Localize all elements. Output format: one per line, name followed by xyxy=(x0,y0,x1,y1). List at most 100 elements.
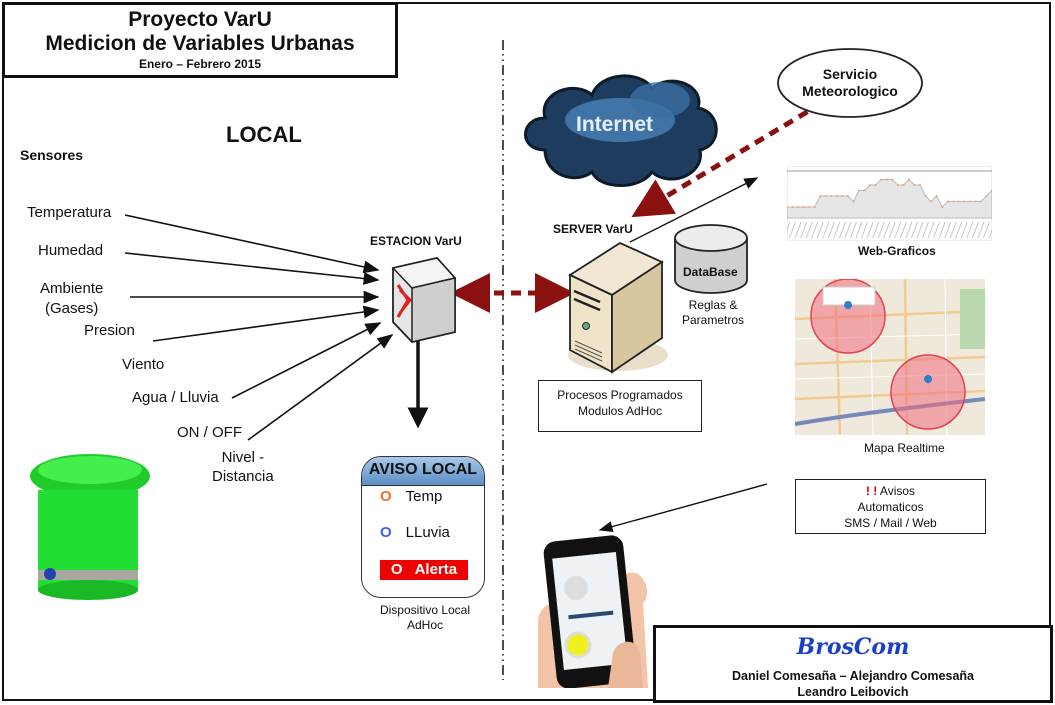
map-marker-icon xyxy=(924,375,933,393)
weather-service-line2: Meteorologico xyxy=(802,83,898,99)
sensor-agua-lluvia: Agua / Lluvia xyxy=(132,389,219,406)
local-section-title: LOCAL xyxy=(226,122,302,147)
alerts-box: ! ! Avisos Automaticos SMS / Mail / Web xyxy=(795,479,986,534)
lluvia-indicator-icon: O xyxy=(380,524,392,541)
chart-grid-tick xyxy=(983,221,990,239)
aviso-item-label: Alerta xyxy=(414,561,458,578)
chart-point xyxy=(968,200,971,203)
internet-label: Internet xyxy=(576,113,654,136)
chart-grid-tick xyxy=(833,221,841,239)
aviso-item-temp: O Temp xyxy=(380,488,442,505)
chart-grid-tick xyxy=(844,221,852,239)
chart-point xyxy=(985,195,988,197)
aviso-item-alerta: O Alerta xyxy=(380,560,468,580)
chart-point xyxy=(819,195,822,197)
weather-server-link xyxy=(631,100,824,218)
smartphone-app-image xyxy=(538,535,648,688)
map-label: Mapa Realtime xyxy=(864,441,945,455)
chart-point xyxy=(913,184,916,186)
chart-point xyxy=(835,195,838,197)
chart-point xyxy=(869,184,872,186)
chart-point xyxy=(991,189,992,192)
chart-grid-tick xyxy=(883,221,891,239)
chart-point xyxy=(891,178,894,181)
chart-grid-tick xyxy=(861,221,868,239)
authors-line1: Daniel Comesaña – Alejandro Comesaña xyxy=(732,669,974,683)
chart-grid-tick xyxy=(938,221,946,239)
sensor-presion: Presion xyxy=(84,322,135,339)
alerts-line3: SMS / Mail / Web xyxy=(844,516,937,530)
database-icon xyxy=(674,224,748,294)
aviso-caption: Dispositivo Local AdHoc xyxy=(355,603,495,633)
chart-point xyxy=(979,200,982,203)
chart-point xyxy=(802,206,805,208)
sensor-line-presion xyxy=(152,305,380,342)
chart-point xyxy=(797,206,800,208)
weather-service-node xyxy=(777,48,923,118)
chart-point xyxy=(902,184,905,186)
alerts-line1-text: Avisos xyxy=(879,484,916,498)
web-charts-label: Web-Graficos xyxy=(858,244,936,258)
aviso-item-label: LLuvia xyxy=(405,524,450,541)
temp-indicator-icon: O xyxy=(380,488,392,505)
aviso-item-label: Temp xyxy=(405,488,443,505)
aviso-local-title: AVISO LOCAL xyxy=(362,457,484,486)
chart-grid-tick xyxy=(850,221,857,239)
realtime-map-thumbnail xyxy=(795,279,985,435)
chart-grid-tick xyxy=(933,221,940,239)
sensor-line-temperatura xyxy=(124,214,380,274)
brand-logo: BrosCom xyxy=(796,634,910,660)
sensor-viento: Viento xyxy=(122,356,165,373)
chart-grid-tick xyxy=(949,221,957,239)
chart-grid-tick xyxy=(927,221,935,239)
database-caption-line2: Parametros xyxy=(681,313,745,327)
chart-grid-tick xyxy=(839,221,846,239)
project-subtitle: Medicion de Variables Urbanas xyxy=(45,32,355,55)
sensor-line-humedad xyxy=(124,252,380,285)
chart-grid-tick xyxy=(977,221,985,239)
chart-point xyxy=(880,178,883,181)
chart-point xyxy=(874,184,877,186)
weather-service-line1: Servicio xyxy=(822,66,878,82)
chart-grid-tick xyxy=(960,221,968,239)
chart-grid-tick xyxy=(966,221,974,239)
chart-grid-tick xyxy=(787,221,791,232)
processes-line2: Modulos AdHoc xyxy=(577,404,663,418)
chart-point xyxy=(930,200,933,203)
chart-grid-tick xyxy=(789,221,796,239)
chart-grid-tick xyxy=(822,221,830,239)
chart-grid-tick xyxy=(816,221,824,239)
alerta-indicator-icon: O xyxy=(390,561,403,578)
sensor-temperatura: Temperatura xyxy=(27,204,112,221)
server-charts-link xyxy=(629,177,759,243)
chart-point xyxy=(858,189,861,192)
chart-grid-tick xyxy=(872,221,880,239)
chart-grid-tick xyxy=(894,221,902,239)
server-label: SERVER VarU xyxy=(553,222,633,236)
sensor-nivel-distancia: Nivel - Distancia xyxy=(212,449,274,485)
chart-grid-tick xyxy=(899,221,907,239)
alerts-line1: ! ! Avisos xyxy=(796,483,985,499)
chart-grid-tick xyxy=(916,221,924,239)
chart-point xyxy=(946,200,949,203)
station-switch-icon xyxy=(391,257,457,343)
chart-point xyxy=(963,200,966,203)
chart-grid-tick xyxy=(922,221,929,239)
sensor-line-onoff xyxy=(247,334,394,441)
aviso-item-lluvia: O LLuvia xyxy=(380,524,450,541)
authors-line2: Leandro Leibovich xyxy=(797,685,909,699)
sensor-line-agua xyxy=(231,322,382,399)
aviso-caption-line2: AdHoc xyxy=(406,618,444,632)
project-dates: Enero – Febrero 2015 xyxy=(138,57,262,71)
weather-service-label: Servicio Meteorologico xyxy=(790,66,910,100)
aviso-local-device: AVISO LOCAL O Temp O LLuvia O Alerta xyxy=(361,456,485,598)
chart-grid-tick xyxy=(888,221,896,239)
chart-point xyxy=(787,206,788,208)
chart-grid-tick xyxy=(905,221,913,239)
sensors-heading: Sensores xyxy=(20,147,84,163)
internet-cloud-icon xyxy=(524,74,718,187)
chart-point xyxy=(808,206,811,208)
alert-bang-icon: ! ! xyxy=(865,484,878,498)
chart-grid-tick xyxy=(800,221,807,239)
